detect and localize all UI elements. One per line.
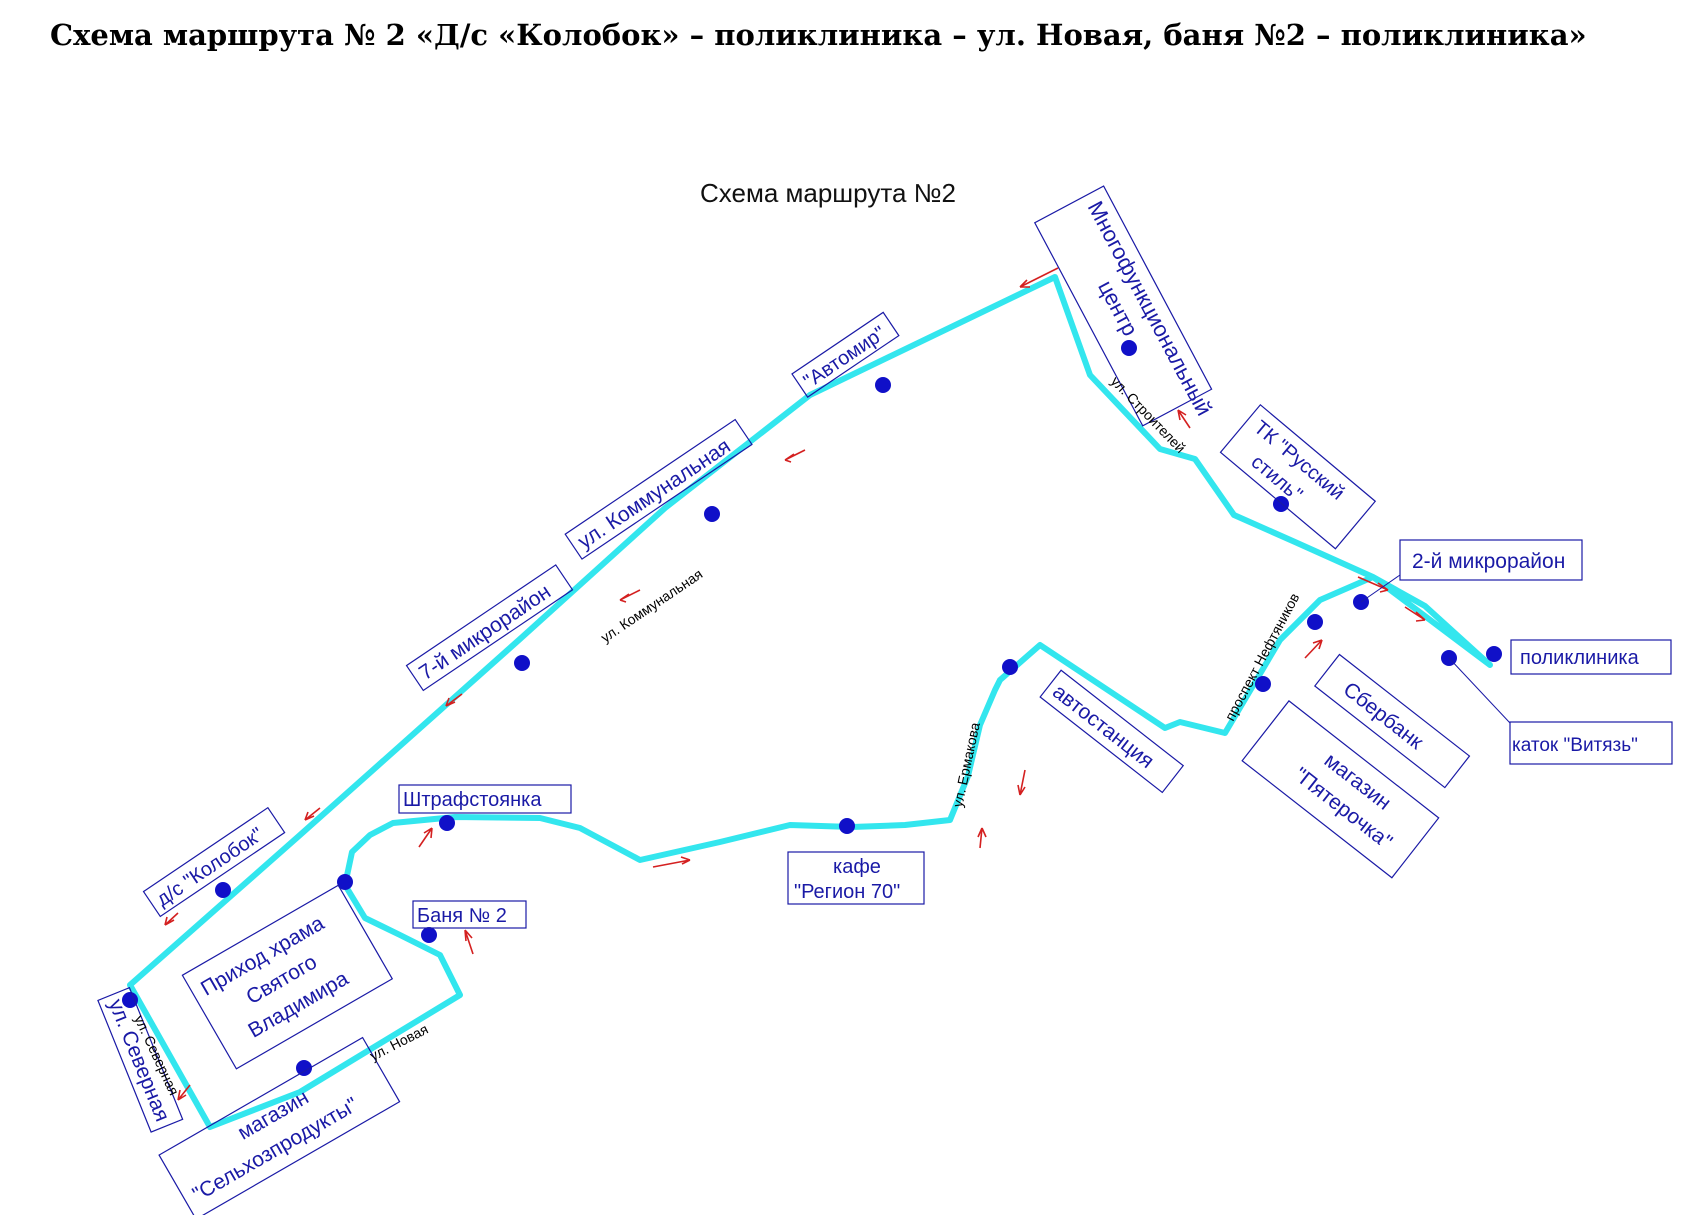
stop-marker-neftyanikov-1: [1307, 614, 1323, 630]
street-label-kommunalnaya: ул. Коммунальная: [598, 566, 706, 646]
street-label-neftyanikov: проспект Нефтяников: [1222, 590, 1303, 723]
page-title: Схема маршрута № 2 «Д/с «Колобок» – поли…: [50, 18, 1587, 52]
svg-text:кафе: кафе: [833, 856, 881, 878]
stop-marker-kafe: [839, 818, 855, 834]
stop-label-selhoz: магазин "Сельхозпродукты": [158, 1036, 401, 1215]
stop-label-tk: ТК "Русский стиль": [1219, 403, 1377, 550]
svg-text:Баня № 2: Баня № 2: [417, 905, 507, 927]
svg-text:2-й микрорайон: 2-й микрорайон: [1412, 550, 1565, 573]
stop-label-mkr2: 2-й микрорайон: [1399, 539, 1583, 581]
route-line: [127, 274, 1493, 1130]
leader-lines: [1360, 574, 1511, 724]
street-label-stroiteley: ул. Строителей: [1108, 373, 1189, 456]
stop-marker-mfc: [1121, 340, 1137, 356]
direction-arrows: [164, 267, 1426, 1101]
map-title: Схема маршрута №2: [700, 178, 956, 208]
svg-text:"Регион 70": "Регион 70": [794, 881, 900, 903]
stop-marker-pyaterochka: [1255, 676, 1271, 692]
stop-label-kolobok: д/с "Колобок": [142, 806, 286, 918]
stop-label-katok: каток "Витязь": [1509, 721, 1673, 765]
stop-label-kafe: кафе "Регион 70": [787, 851, 925, 905]
svg-text:ул. Коммунальная: ул. Коммунальная: [574, 435, 735, 554]
stop-marker-kommunalnaya: [704, 506, 720, 522]
stop-marker-poliklinika: [1486, 646, 1502, 662]
stop-label-avtostanciya: автостанция: [1039, 669, 1185, 794]
stop-marker-severnaya: [122, 992, 138, 1008]
stop-marker-banya: [421, 927, 437, 943]
stop-marker-selhoz: [296, 1060, 312, 1076]
stop-label-poliklinika: поликлиника: [1510, 639, 1672, 675]
svg-text:автостанция: автостанция: [1048, 680, 1158, 773]
stop-label-mkr7: 7-й микрорайон: [405, 564, 574, 692]
stop-marker-shtraf: [439, 815, 455, 831]
stop-marker-avtostanciya: [1002, 659, 1018, 675]
street-label-ermakova: ул. Ермакова: [949, 721, 983, 809]
stop-label-kommunalnaya: ул. Коммунальная: [564, 418, 753, 560]
stop-marker-mkr7: [514, 655, 530, 671]
svg-text:каток "Витязь": каток "Витязь": [1512, 735, 1638, 756]
svg-text:Штрафстоянка: Штрафстоянка: [403, 789, 542, 811]
svg-text:поликлиника: поликлиника: [1520, 647, 1640, 669]
stop-marker-kolobok: [215, 882, 231, 898]
stop-marker-hram: [337, 874, 353, 890]
svg-text:д/с "Колобок": д/с "Колобок": [153, 823, 268, 910]
stop-label-shtraf: Штрафстоянка: [398, 784, 572, 814]
stop-marker-avtomir: [875, 377, 891, 393]
stop-label-banya: Баня № 2: [412, 900, 527, 929]
